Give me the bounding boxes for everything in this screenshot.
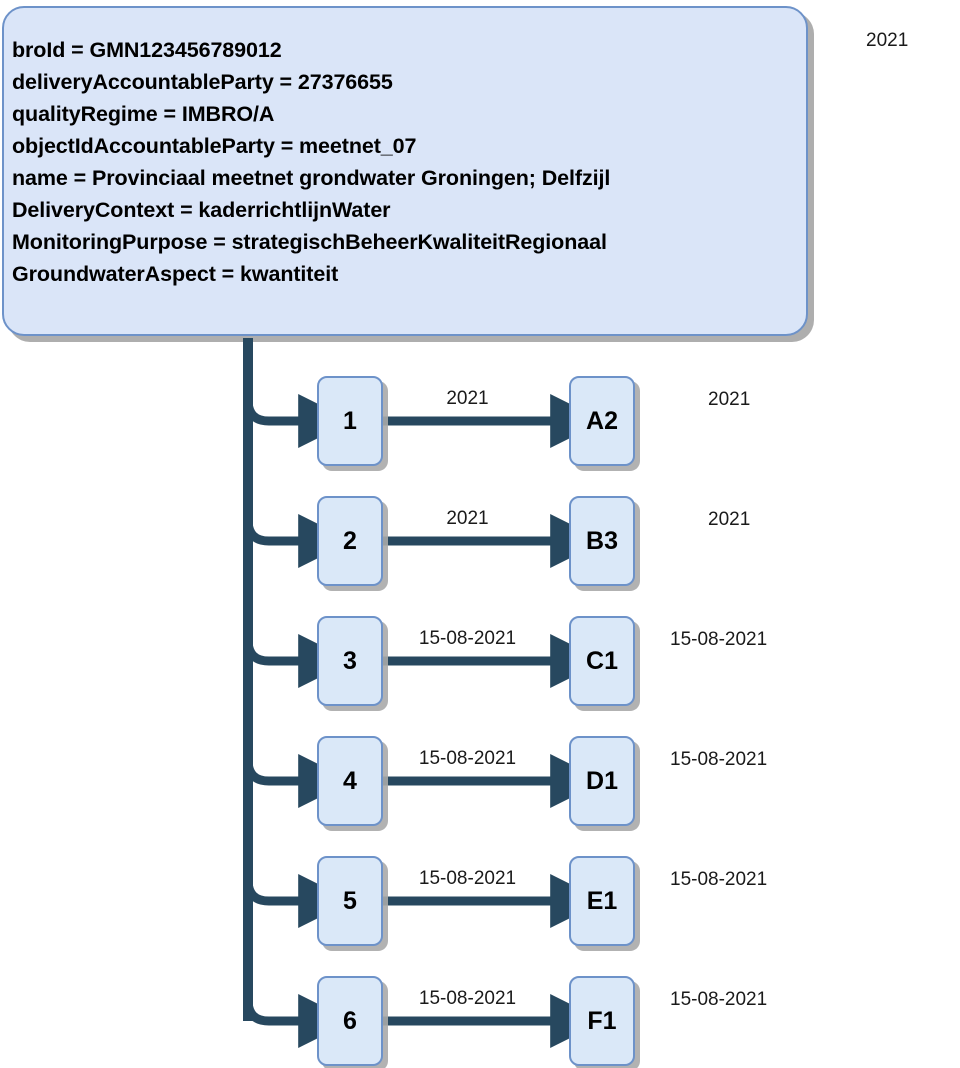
edge-label-5: 15-08-2021	[418, 868, 517, 889]
side-label-5: 15-08-2021	[670, 869, 768, 890]
side-label-2: 2021	[708, 509, 751, 530]
branch-connector-1	[243, 394, 353, 448]
info-box-text-block: broId = GMN123456789012 deliveryAccounta…	[12, 34, 800, 290]
info-line-object-id-accountable-party: objectIdAccountableParty = meetnet_07	[12, 134, 417, 158]
branch-connector-6	[243, 994, 353, 1048]
target-node-E1[interactable]: E1	[569, 856, 635, 946]
target-node-D1[interactable]: D1	[569, 736, 635, 826]
branch-connector-4	[243, 754, 353, 808]
monitoring-network-info-box: broId = GMN123456789012 deliveryAccounta…	[2, 6, 808, 336]
info-line-broid: broId = GMN123456789012	[12, 38, 282, 62]
target-node-C1[interactable]: C1	[569, 616, 635, 706]
side-label-3: 15-08-2021	[670, 629, 768, 650]
branch-connector-2	[243, 514, 353, 568]
edge-label-1: 2021	[446, 388, 489, 409]
source-node-5[interactable]: 5	[317, 856, 383, 946]
edge-label-2: 2021	[446, 508, 489, 529]
source-node-6[interactable]: 6	[317, 976, 383, 1066]
branch-connector-3	[243, 634, 353, 688]
branch-connector-5	[243, 874, 353, 928]
info-box-side-label: 2021	[866, 30, 909, 51]
target-node-B3[interactable]: B3	[569, 496, 635, 586]
info-line-name: name = Provinciaal meetnet grondwater Gr…	[12, 166, 611, 190]
side-label-6: 15-08-2021	[670, 989, 768, 1010]
target-node-A2[interactable]: A2	[569, 376, 635, 466]
info-line-groundwater-aspect: GroundwaterAspect = kwantiteit	[12, 262, 339, 286]
source-node-4[interactable]: 4	[317, 736, 383, 826]
edge-label-4: 15-08-2021	[418, 748, 517, 769]
edge-label-6: 15-08-2021	[418, 988, 517, 1009]
side-label-1: 2021	[708, 389, 751, 410]
source-node-2[interactable]: 2	[317, 496, 383, 586]
info-line-delivery-accountable-party: deliveryAccountableParty = 27376655	[12, 70, 393, 94]
source-node-1[interactable]: 1	[317, 376, 383, 466]
source-node-3[interactable]: 3	[317, 616, 383, 706]
info-line-delivery-context: DeliveryContext = kaderrichtlijnWater	[12, 198, 391, 222]
edge-label-3: 15-08-2021	[418, 628, 517, 649]
target-node-F1[interactable]: F1	[569, 976, 635, 1066]
info-line-monitoring-purpose: MonitoringPurpose = strategischBeheerKwa…	[12, 230, 607, 254]
side-label-4: 15-08-2021	[670, 749, 768, 770]
info-line-quality-regime: qualityRegime = IMBRO/A	[12, 102, 275, 126]
